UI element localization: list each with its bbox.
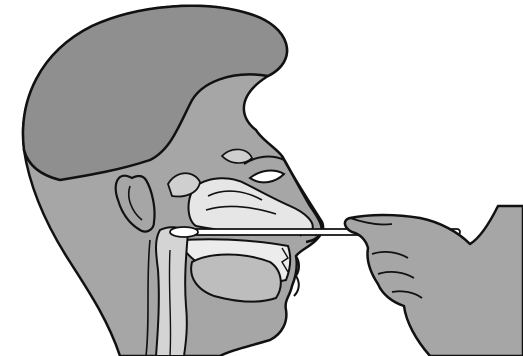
hand [345,206,523,356]
pharynx [156,227,188,356]
swab-tip [170,227,198,237]
